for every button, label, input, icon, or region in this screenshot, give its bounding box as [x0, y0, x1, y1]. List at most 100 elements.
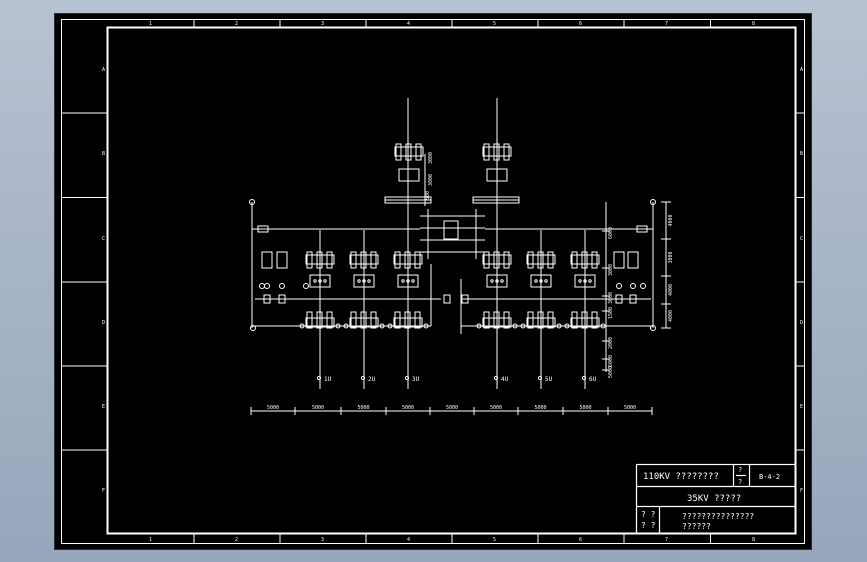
bay-contact	[357, 279, 361, 283]
dim-label: 5000	[402, 405, 414, 411]
bay-lower-post	[571, 311, 578, 329]
end-insulator	[261, 251, 273, 269]
bay-contact	[490, 279, 494, 283]
title-block-title: 110KV ????????	[643, 472, 719, 482]
dim-label-vertical: 3000	[428, 152, 434, 164]
dim-label: 5000	[535, 405, 547, 411]
bay-5	[520, 230, 562, 389]
bay-contact	[313, 279, 317, 283]
bay-contact	[401, 279, 405, 283]
end-equipment	[261, 251, 273, 304]
zone-col-top-5: 5	[493, 21, 496, 27]
inner-frame	[106, 26, 797, 535]
bay-node	[423, 323, 429, 329]
bay-lower-post	[370, 311, 377, 329]
zone-col-top-3: 3	[321, 21, 324, 27]
bay-insulator-post	[591, 251, 598, 269]
zone-row-right-D: D	[800, 320, 803, 326]
bay-insulator-post	[414, 251, 421, 269]
bay-lower-post	[404, 311, 411, 329]
transformer-box-top-left	[398, 168, 420, 182]
feeder-label-6U: 6U	[589, 376, 597, 383]
zone-row-right-F: F	[800, 488, 803, 494]
bay-lower-insulator	[570, 317, 600, 328]
bay-node	[379, 323, 385, 329]
end-equipment	[276, 251, 288, 304]
bay-3	[387, 230, 429, 389]
dim-label-vertical: 3000	[668, 251, 674, 263]
end-ct	[264, 283, 270, 289]
bay-terminal	[316, 375, 322, 381]
bay-node	[476, 323, 482, 329]
end-ct-extra	[303, 283, 309, 289]
dim-label-vertical: 4000	[668, 310, 674, 322]
end-ct	[630, 283, 636, 289]
bay-insulator-post	[370, 251, 377, 269]
dim-label-vertical: 5000	[608, 366, 614, 378]
bay-contact	[588, 279, 592, 283]
bay-lower-insulator	[349, 317, 379, 328]
feeder-label-3U: 3U	[412, 376, 420, 383]
zone-row-left-C: C	[102, 236, 105, 242]
end-ct-box	[263, 294, 271, 304]
dim-label: 5000	[267, 405, 279, 411]
bay-contact	[323, 279, 327, 283]
bay-contact	[578, 279, 582, 283]
bay-2	[343, 230, 385, 389]
dim-label-vertical: 6000	[608, 355, 614, 367]
bay-insulator-post	[483, 251, 490, 269]
bay-lower-post	[581, 311, 588, 329]
zone-row-right-B: B	[800, 151, 803, 157]
zone-col-top-1: 1	[149, 21, 152, 27]
dim-label-vertical: 3000	[428, 174, 434, 186]
end-ct	[279, 283, 285, 289]
end-insulator	[276, 251, 288, 269]
bay-lower-post	[316, 311, 323, 329]
bay-6	[564, 230, 606, 389]
zone-col-top-2: 2	[235, 21, 238, 27]
zone-col-top-7: 7	[665, 21, 668, 27]
bay-node	[335, 323, 341, 329]
bay-contact	[544, 279, 548, 283]
bay-lower-post	[527, 311, 534, 329]
dim-label: 5000	[312, 405, 324, 411]
zone-col-bottom-7: 7	[665, 537, 668, 543]
bay-node	[520, 323, 526, 329]
bay-node	[600, 323, 606, 329]
zone-col-bottom-5: 5	[493, 537, 496, 543]
bay-insulator-post	[571, 251, 578, 269]
bay-contact	[367, 279, 371, 283]
feeder-bays	[259, 230, 646, 389]
title-block-note-1: ???????????????	[682, 512, 754, 521]
dim-label-vertical: 4000	[668, 214, 674, 226]
bay-4	[476, 230, 518, 389]
zone-row-left-A: A	[102, 67, 105, 73]
bay-layout	[249, 98, 656, 334]
bay-node	[299, 323, 305, 329]
dim-label-vertical: 6000	[608, 227, 614, 239]
bay-lower-post	[547, 311, 554, 329]
end-insulator	[613, 251, 625, 269]
dim-label-vertical: 2000	[608, 337, 614, 349]
end-ct-extra	[640, 283, 646, 289]
bay-insulator-post	[527, 251, 534, 269]
bay-terminal	[360, 375, 366, 381]
bay-lower-post	[414, 311, 421, 329]
zone-col-top-6: 6	[579, 21, 582, 27]
bay-contact	[411, 279, 415, 283]
feeder-label-5U: 5U	[545, 376, 553, 383]
bay-insulator-post	[306, 251, 313, 269]
title-block-drawing-no: B-4-2	[759, 473, 780, 481]
dim-label-vertical: 500	[425, 191, 431, 200]
center-switch	[443, 220, 459, 240]
bay-terminal	[404, 375, 410, 381]
bay-lower-post	[360, 311, 367, 329]
feeder-label-4U: 4U	[501, 376, 509, 383]
bay-node	[387, 323, 393, 329]
bay-lower-post	[503, 311, 510, 329]
title-block-sheet-bottom: ?	[738, 478, 742, 486]
insulator-group-top-right	[482, 143, 512, 161]
title-block-sheet-top: ?	[738, 466, 742, 474]
